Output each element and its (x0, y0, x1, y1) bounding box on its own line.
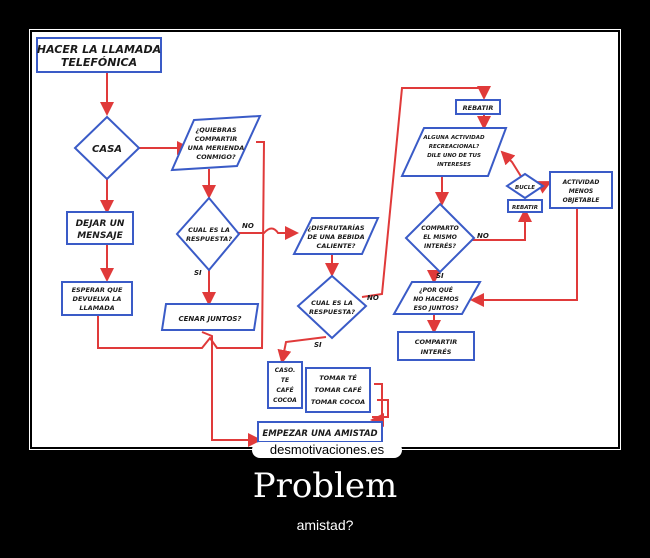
node-bebida: ¿DISFRUTARÍAS DE UNA BEBIDA CALIENTE? (292, 217, 380, 255)
node-rebatir-top: REBATIR (455, 99, 501, 115)
svg-text:COMPARTIR: COMPARTIR (415, 338, 458, 346)
flowchart: HACER LA LLAMADA TELEFÓNICA CASA DEJAR U… (36, 37, 613, 447)
svg-text:CASO.: CASO. (275, 367, 296, 374)
node-menos-objetable: ACTIVIDAD MENOS OBJETABLE (549, 171, 613, 209)
svg-text:CUAL ES LA: CUAL ES LA (311, 299, 353, 307)
label-no-3: NO (477, 232, 489, 240)
svg-text:COMPARTO: COMPARTO (421, 225, 459, 232)
flowchart-image: HACER LA LLAMADA TELEFÓNICA CASA DEJAR U… (32, 32, 618, 447)
svg-text:INTERÉS?: INTERÉS? (424, 242, 456, 250)
node-rebatir-right: REBATIR (507, 199, 543, 213)
label-si-3: SI (436, 272, 444, 280)
node-respuesta-2: CUAL ES LA RESPUESTA? (296, 274, 368, 340)
node-esperar: ESPERAR QUE DEVUELVA LA LLAMADA (61, 281, 133, 316)
svg-text:COMPARTIR: COMPARTIR (195, 135, 238, 143)
svg-text:CENAR JUNTOS?: CENAR JUNTOS? (179, 315, 242, 323)
svg-text:CALIENTE?: CALIENTE? (317, 242, 356, 250)
svg-text:OBJETABLE: OBJETABLE (563, 197, 601, 204)
svg-text:BUCLE: BUCLE (515, 185, 535, 191)
svg-text:RESPUESTA?: RESPUESTA? (309, 308, 355, 316)
svg-text:MENOS: MENOS (569, 188, 594, 195)
poster-subtitle: amistad? (296, 517, 354, 533)
svg-text:ESO JUNTOS?: ESO JUNTOS? (414, 305, 459, 312)
poster-title: Problem (252, 466, 398, 506)
svg-text:DILE UNO DE TUS: DILE UNO DE TUS (427, 153, 481, 159)
svg-text:INTERÉS: INTERÉS (421, 347, 452, 356)
svg-text:RECREACIONAL?: RECREACIONAL? (429, 144, 480, 150)
svg-text:UNA MERIENDA: UNA MERIENDA (188, 144, 245, 152)
node-compartir-interes: COMPARTIR INTERÉS (397, 331, 475, 361)
svg-text:TE: TE (281, 377, 290, 384)
node-actividad: ALGUNA ACTIVIDAD RECREACIONAL? DILE UNO … (400, 127, 508, 177)
node-comparto: COMPARTO EL MISMO INTERÉS? (404, 202, 476, 274)
watermark-badge: desmotivaciones.es (252, 442, 402, 458)
node-porque: ¿POR QUÉ NO HACEMOS ESO JUNTOS? (392, 281, 482, 315)
svg-text:LLAMADA: LLAMADA (79, 304, 114, 312)
node-start: HACER LA LLAMADA TELEFÓNICA (36, 37, 162, 73)
node-opciones: CASO. TE CAFÉ COCOA TOMAR TÉ TOMAR CAFÉ … (267, 361, 371, 413)
svg-text:RESPUESTA?: RESPUESTA? (186, 235, 232, 243)
svg-text:DEVUELVA LA: DEVUELVA LA (73, 295, 122, 303)
svg-text:CUAL ES LA: CUAL ES LA (188, 226, 230, 234)
svg-text:ESPERAR QUE: ESPERAR QUE (72, 286, 123, 294)
svg-text:¿QUIEBRAS: ¿QUIEBRAS (195, 126, 236, 134)
node-cenar: CENAR JUNTOS? (160, 303, 260, 331)
svg-text:CAFÉ: CAFÉ (276, 386, 294, 394)
svg-text:REBATIR: REBATIR (512, 205, 538, 211)
svg-text:MENSAJE: MENSAJE (77, 231, 123, 241)
svg-text:EL MISMO: EL MISMO (423, 234, 457, 241)
svg-text:COCOA: COCOA (273, 397, 297, 404)
svg-text:TOMAR TÉ: TOMAR TÉ (319, 373, 357, 382)
svg-text:CONMIGO?: CONMIGO? (196, 153, 235, 161)
label-no-2: NO (367, 294, 379, 302)
label-no-1: NO (242, 222, 254, 230)
label-si-2: SI (314, 341, 322, 349)
node-dejar-mensaje: DEJAR UN MENSAJE (66, 211, 134, 245)
node-respuesta-1: CUAL ES LA RESPUESTA? (175, 196, 241, 272)
svg-text:NO HACEMOS: NO HACEMOS (413, 296, 459, 303)
flow-arrows (97, 70, 578, 447)
svg-text:¿DISFRUTARÍAS: ¿DISFRUTARÍAS (307, 223, 364, 232)
svg-text:ACTIVIDAD: ACTIVIDAD (562, 179, 600, 186)
svg-text:TOMAR COCOA: TOMAR COCOA (311, 398, 365, 406)
svg-text:DE UNA BEBIDA: DE UNA BEBIDA (307, 233, 364, 241)
node-merienda: ¿QUIEBRAS COMPARTIR UNA MERIENDA CONMIGO… (170, 114, 262, 172)
node-amistad: EMPEZAR UNA AMISTAD (257, 421, 383, 443)
svg-text:ALGUNA ACTIVIDAD: ALGUNA ACTIVIDAD (422, 135, 485, 141)
label-si-1: SI (194, 269, 202, 277)
node-bucle: BUCLE (505, 172, 545, 200)
svg-text:DEJAR UN: DEJAR UN (76, 219, 125, 229)
svg-text:REBATIR: REBATIR (463, 104, 494, 112)
node-casa: CASA (73, 115, 141, 181)
svg-text:INTERESES: INTERESES (437, 162, 471, 168)
svg-text:EMPEZAR UNA AMISTAD: EMPEZAR UNA AMISTAD (262, 429, 377, 439)
svg-text:HACER LA LLAMADA: HACER LA LLAMADA (37, 43, 161, 56)
svg-text:TELEFÓNICA: TELEFÓNICA (61, 56, 137, 69)
svg-text:TOMAR CAFÉ: TOMAR CAFÉ (314, 385, 362, 394)
svg-text:CASA: CASA (92, 144, 122, 155)
svg-text:¿POR QUÉ: ¿POR QUÉ (419, 286, 454, 294)
